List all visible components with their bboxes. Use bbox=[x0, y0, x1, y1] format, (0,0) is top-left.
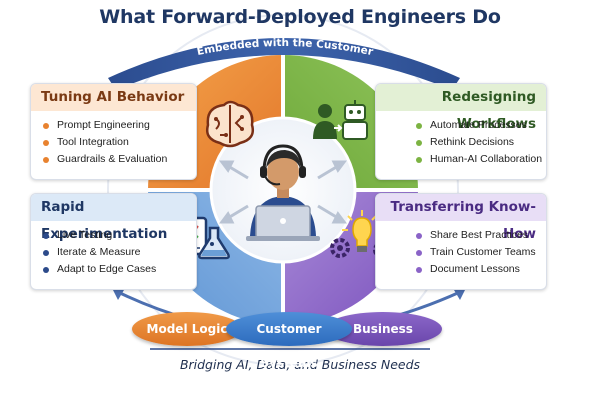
card-redesigning-title: Redesigning Workflows bbox=[376, 84, 546, 132]
card-tuning-title: Tuning AI Behavior bbox=[31, 84, 196, 111]
list-item: Document Lessons bbox=[416, 261, 546, 278]
card-tuning-list: Prompt Engineering Tool Integration Guar… bbox=[31, 117, 196, 168]
pill-customer-systems: Customer Systems bbox=[226, 312, 352, 370]
list-item: Share Best Practices bbox=[416, 227, 546, 244]
human-robot-icon bbox=[313, 100, 368, 140]
page-title: What Forward-Deployed Engineers Do bbox=[99, 6, 501, 28]
list-item: Prompt Engineering bbox=[43, 117, 196, 134]
pill-model-logic: Model Logic bbox=[132, 312, 242, 346]
list-item: Human-AI Collaboration bbox=[416, 151, 546, 168]
card-redesigning: Redesigning Workflows Automate Processes… bbox=[375, 83, 547, 180]
customer-arc-banner bbox=[108, 38, 460, 90]
outer-ring bbox=[107, 14, 459, 366]
card-transferring-list: Share Best Practices Train Customer Team… bbox=[376, 227, 546, 278]
center-arrows bbox=[219, 160, 347, 224]
card-transferring-title: Transferring Know-How bbox=[376, 194, 546, 242]
card-rapid: Rapid Experimentation Live Testing Itera… bbox=[30, 193, 197, 290]
list-item: Guardrails & Evaluation bbox=[43, 151, 196, 168]
card-tuning: Tuning AI Behavior Prompt Engineering To… bbox=[30, 83, 197, 180]
card-redesigning-list: Automate Processes Rethink Decisions Hum… bbox=[376, 117, 546, 168]
list-item: Rethink Decisions bbox=[416, 134, 546, 151]
list-item: Live Testing bbox=[43, 227, 196, 244]
card-rapid-list: Live Testing Iterate & Measure Adapt to … bbox=[31, 227, 196, 278]
card-transferring: Transferring Know-How Share Best Practic… bbox=[375, 193, 547, 290]
engineer-with-laptop-icon bbox=[246, 144, 320, 241]
bottom-caption: Bridging AI, Data, and Business Needs bbox=[179, 357, 421, 372]
list-item: Automate Processes bbox=[416, 117, 546, 134]
list-item: Train Customer Teams bbox=[416, 244, 546, 261]
brain-circuit-icon bbox=[206, 100, 254, 148]
list-item: Iterate & Measure bbox=[43, 244, 196, 261]
list-item: Tool Integration bbox=[43, 134, 196, 151]
list-item: Adapt to Edge Cases bbox=[43, 261, 196, 278]
card-rapid-title: Rapid Experimentation bbox=[31, 194, 196, 242]
